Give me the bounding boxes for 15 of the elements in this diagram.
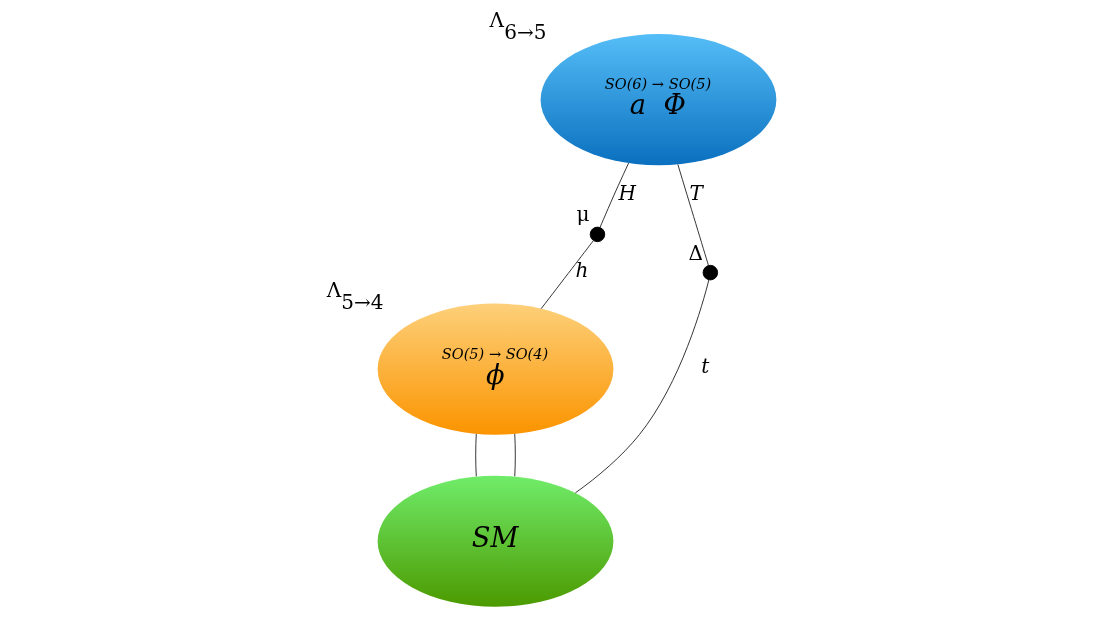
connector xyxy=(599,162,630,228)
connector xyxy=(677,164,709,266)
node-label: μ xyxy=(576,202,590,227)
node-circle xyxy=(589,226,606,243)
connector xyxy=(540,240,594,310)
edge-label: H xyxy=(618,181,636,206)
node-circle xyxy=(702,264,719,281)
connector xyxy=(574,279,710,494)
connector xyxy=(514,433,516,477)
node-ellipse: SM xyxy=(377,475,614,607)
edge-label: h xyxy=(575,257,589,282)
edge-label: t xyxy=(701,354,710,379)
edge-label: T xyxy=(689,181,703,206)
node-label: Δ xyxy=(688,240,703,265)
connector xyxy=(475,433,477,477)
